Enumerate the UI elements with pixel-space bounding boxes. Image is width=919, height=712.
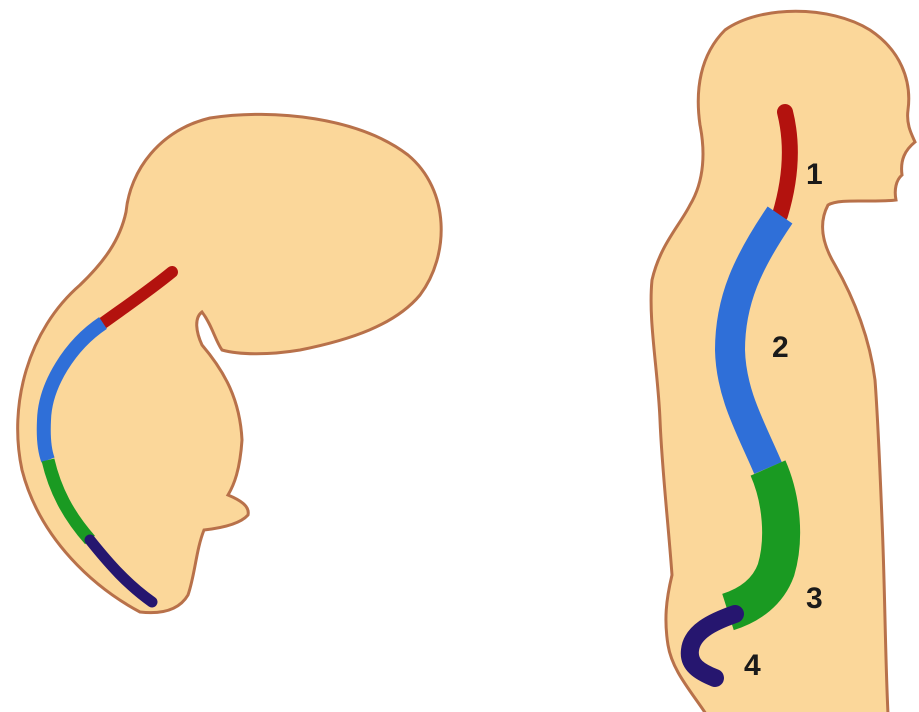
label-3: 3 [806,582,823,615]
label-1: 1 [806,158,823,191]
label-2: 2 [772,331,789,364]
label-4: 4 [744,649,761,682]
fetus-figure [18,114,442,612]
adult-figure: 1 2 3 4 [651,11,915,712]
